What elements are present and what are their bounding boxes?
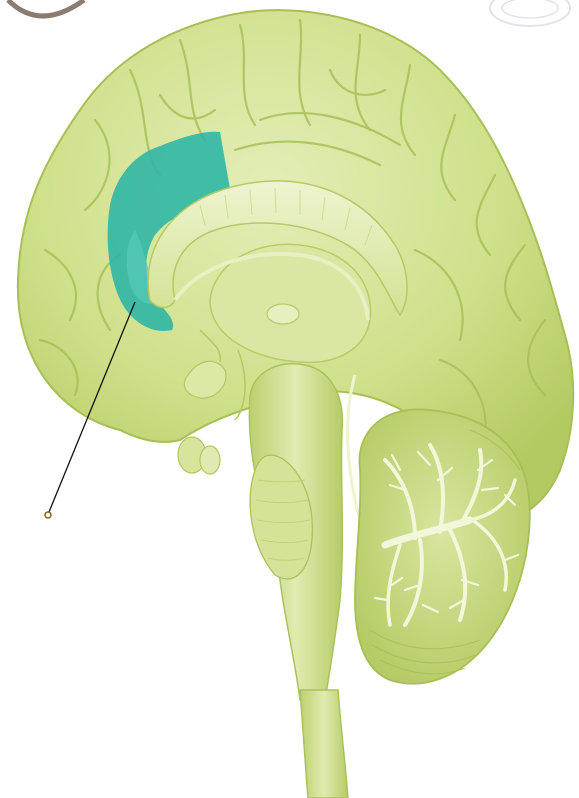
pointer-end-marker — [45, 512, 51, 518]
frame-arc — [8, 0, 84, 16]
interthalamic-adhesion — [267, 304, 299, 324]
spinal-cord — [300, 690, 348, 798]
watermark-fragment — [490, 0, 570, 26]
